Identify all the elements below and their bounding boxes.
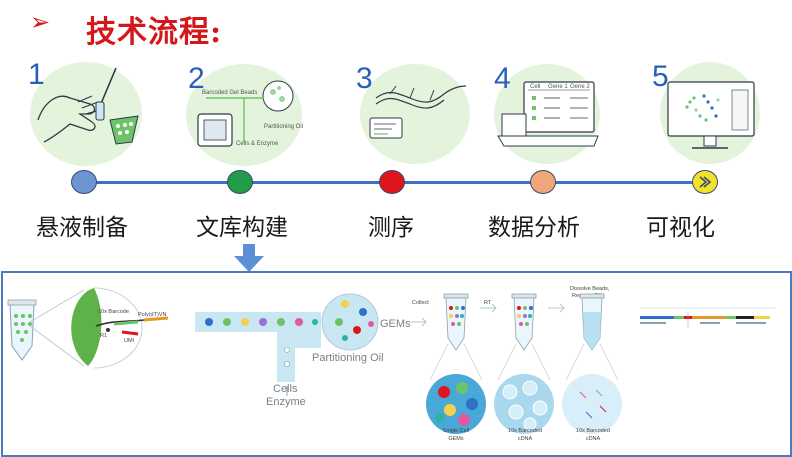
caption-cdna2-line2: cDNA [585,436,601,442]
step5-label: 可视化 [646,215,715,241]
down-arrow-icon [234,244,264,272]
cells-label: Cells [273,383,298,395]
gems-label: GEMs [380,318,411,330]
rt-label: RT [484,300,492,306]
cells-enzyme-label: Cells & Enzyme [236,141,279,147]
table-header-cell: Cell [530,84,541,90]
gel-beads-label: Barcoded Gel Beads [202,90,258,96]
table-header-gene2: Gene 2 [570,84,590,90]
partitioning-oil-flow-label: Partitioning Oil [312,352,384,364]
dissolve-beads-label: Dissolve Beads, [570,286,610,292]
caption-cdna1-line2: cDNA [517,436,533,442]
pipette-hand-icon [37,67,139,145]
library-construct [640,307,776,328]
step4-number: 4 [494,62,511,95]
barcode-label: 10x Barcode [98,309,129,315]
step5-number: 5 [652,60,669,93]
chevron-right-icon [699,176,712,188]
visualization-monitor-icon [667,81,755,149]
step3-bubble [360,64,470,164]
step4-node [530,170,556,194]
umi-label: UMI [124,338,135,344]
bullet-arrow-icon: ➢ [30,8,51,36]
caption-gems-line2: GEMs [448,436,464,442]
data-monitor-icon [497,81,599,147]
step3-node [379,170,405,194]
step3-label: 测序 [368,215,414,241]
table-header-gene1: Gene 1 [548,84,568,90]
step1-number: 1 [28,58,45,91]
caption-gems-line1: Single Cell [442,428,470,434]
step1-node [71,170,97,194]
section-title: 技术流程: [86,15,223,50]
caption-cdna2-line1: 10x Barcoded [576,428,610,434]
sequencing-wave-icon [369,85,467,139]
step5-node [692,170,718,194]
caption-cdna1-line1: 10x Barcoded [508,428,542,434]
enzyme-label: Enzyme [266,396,306,408]
polyt-label: Poly(dT)VN [138,312,167,318]
tube-series [410,293,622,434]
droplet-magnification [7,287,169,369]
step1-label: 悬液制备 [36,215,128,241]
microfluidic-channel [195,293,379,396]
workflow-frame [1,271,792,457]
step2-node [227,170,253,194]
chip-icon [197,80,294,147]
step3-number: 3 [356,62,373,95]
step2-label: 文库构建 [196,215,288,241]
collect-label: Collect [412,300,429,306]
r1-label: R1 [100,333,108,339]
step4-label: 数据分析 [488,215,580,241]
partitioning-oil-label: Partitioning Oil [264,124,304,130]
step2-number: 2 [188,62,205,95]
